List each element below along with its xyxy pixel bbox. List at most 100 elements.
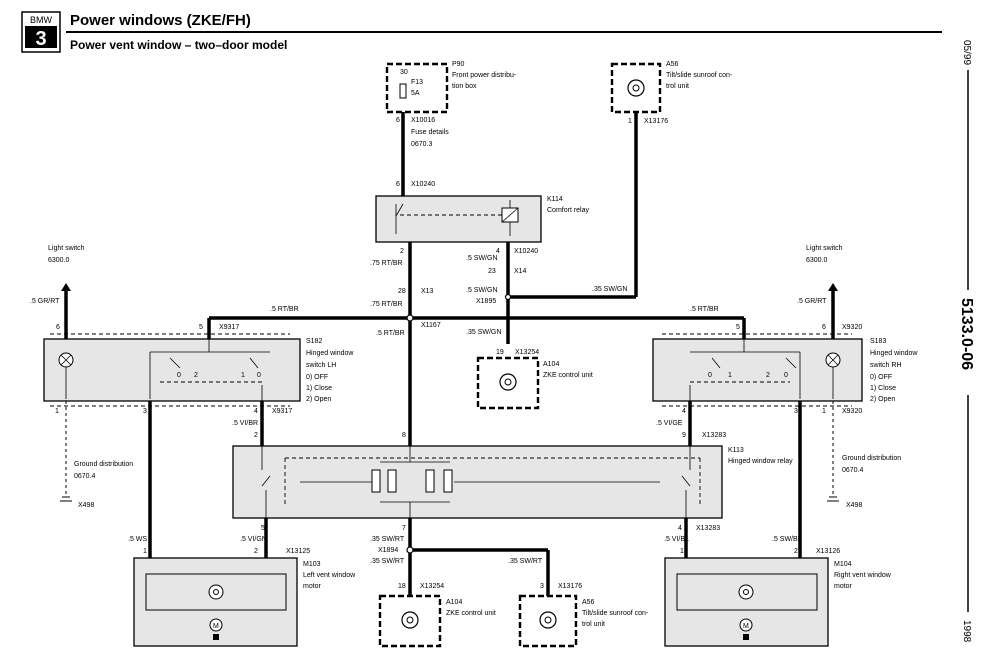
switch-pos-2: 2 <box>194 372 198 379</box>
wire-035-swrt-b: .35 SW/RT <box>370 558 405 565</box>
s183-opt-off: 0) OFF <box>870 374 892 381</box>
m104-desc-1: Right vent window <box>834 572 892 579</box>
s182-opt-off: 0) OFF <box>306 374 328 381</box>
switch-pos-0: 0 <box>708 372 712 379</box>
wire-05-swbl: .5 SW/BL <box>772 536 802 543</box>
connector-x14: X14 <box>514 268 527 275</box>
k114-desc: Comfort relay <box>547 207 590 214</box>
wire-05-swgn-a: .5 SW/GN <box>466 255 498 262</box>
wire-05-rtbr-left: .5 RT/BR <box>270 306 299 313</box>
year-label: 1998 <box>961 620 972 643</box>
connector-x13176: X13176 <box>644 118 668 125</box>
wire-05-rtbr-right: .5 RT/BR <box>690 306 719 313</box>
comfort-relay-k114 <box>375 195 542 243</box>
light-switch-left-ref: 6300.0 <box>48 257 70 264</box>
pin-7: 7 <box>402 525 406 532</box>
wire-05-grrt-right: .5 GR/RT <box>797 298 827 305</box>
bmw-logo: BMW 3 <box>21 11 61 53</box>
m104-desc-2: motor <box>834 583 853 590</box>
wire-075-rtbr-b: .75 RT/BR <box>370 301 403 308</box>
pin-1: 1 <box>55 408 59 415</box>
wire-035-swgn-mid: .35 SW/GN <box>466 329 501 336</box>
m104-id: M104 <box>834 561 852 568</box>
pin-5: 5 <box>736 324 740 331</box>
connector-x9320-bottom: X9320 <box>842 408 862 415</box>
a56-top-desc-1: Tilt/slide sunroof con- <box>666 72 733 79</box>
pin-3: 3 <box>540 583 544 590</box>
connector-x10240-b: X10240 <box>514 248 538 255</box>
k114-id: K114 <box>547 196 563 203</box>
connector-x13254: X13254 <box>515 349 539 356</box>
pin-2: 2 <box>400 248 404 255</box>
pin-6: 6 <box>396 117 400 124</box>
connector-x1167: X1167 <box>421 322 441 329</box>
connector-x13283-top: X13283 <box>702 432 726 439</box>
pin-23: 23 <box>488 268 496 275</box>
connector-x9320-top: X9320 <box>842 324 862 331</box>
s182-id: S182 <box>306 338 322 345</box>
pin-2: 2 <box>794 548 798 555</box>
motor-symbol-left: M <box>213 623 219 630</box>
pin-28: 28 <box>398 288 406 295</box>
connector-x1895: X1895 <box>476 298 496 305</box>
pin-4: 4 <box>678 525 682 532</box>
wire-05-vibl: .5 VI/BL <box>664 536 689 543</box>
switch-pos-2: 2 <box>766 372 770 379</box>
fuse-box-p90: 30 F13 5A <box>385 62 449 114</box>
s183-id: S183 <box>870 338 886 345</box>
fuse-details-ref: Fuse details <box>411 129 449 136</box>
connector-x10016: X10016 <box>411 117 435 124</box>
pin-5: 5 <box>199 324 203 331</box>
pin-9: 9 <box>682 432 686 439</box>
p90-desc-2: tion box <box>452 83 477 90</box>
p90-id: P90 <box>452 61 465 68</box>
sunroof-unit-a56-bottom <box>518 594 578 648</box>
s182-opt-close: 1) Close <box>306 385 332 392</box>
zke-control-unit-a104-bottom <box>378 594 442 648</box>
connector-x9317-top: X9317 <box>219 324 239 331</box>
pin-1: 1 <box>628 118 632 125</box>
wire-035-swrt-a: .35 SW/RT <box>370 536 405 543</box>
date-label: 05/99 <box>961 40 972 65</box>
light-switch-right: Light switch <box>806 245 843 252</box>
wire-035-swrt-c: .35 SW/RT <box>508 558 543 565</box>
pin-5: 5 <box>261 525 265 532</box>
s183-opt-close: 1) Close <box>870 385 896 392</box>
pin-4: 4 <box>254 408 258 415</box>
zke-control-unit-a104-mid <box>476 356 540 410</box>
s182-desc-2: switch LH <box>306 362 336 369</box>
m103-desc-1: Left vent window <box>303 572 356 579</box>
pin-6: 6 <box>396 181 400 188</box>
connector-x9317-bottom: X9317 <box>272 408 292 415</box>
s182-opt-open: 2) Open <box>306 396 331 403</box>
m103-id: M103 <box>303 561 321 568</box>
k113-id: K113 <box>728 447 744 454</box>
connector-x13283-bottom: X13283 <box>696 525 720 532</box>
connector-x13: X13 <box>421 288 434 295</box>
sunroof-unit-a56-top <box>610 62 662 114</box>
wire-05-vign: .5 VI/GN <box>240 536 267 543</box>
p90-desc-1: Front power distribu- <box>452 72 517 79</box>
right-vent-window-motor-m104: M <box>664 557 829 647</box>
a56-top-id: A56 <box>666 61 679 68</box>
left-vent-window-motor-m103: M <box>133 557 298 647</box>
switch-pos-1: 1 <box>728 372 732 379</box>
wire-05-ws: .5 WS <box>128 536 147 543</box>
a104-mid-id: A104 <box>543 361 559 368</box>
pin-4: 4 <box>682 408 686 415</box>
connector-x1894: X1894 <box>378 547 398 554</box>
s182-desc-1: Hinged window <box>306 350 354 357</box>
pin-8: 8 <box>402 432 406 439</box>
s183-opt-open: 2) Open <box>870 396 895 403</box>
wire-035-swgn-top: .35 SW/GN <box>592 286 627 293</box>
hinged-window-relay-k113 <box>232 445 723 519</box>
hinged-window-switch-s183: 0 1 2 0 <box>652 338 863 402</box>
a56-bottom-desc-1: Tilt/slide sunroof con- <box>582 610 649 617</box>
a104-bottom-id: A104 <box>446 599 462 606</box>
connector-x13126: X13126 <box>816 548 840 555</box>
ground-dist-right: Ground distribution <box>842 455 901 462</box>
pin-19: 19 <box>496 349 504 356</box>
bmw-series-number: 3 <box>35 28 46 50</box>
connector-x13176-b: X13176 <box>558 583 582 590</box>
